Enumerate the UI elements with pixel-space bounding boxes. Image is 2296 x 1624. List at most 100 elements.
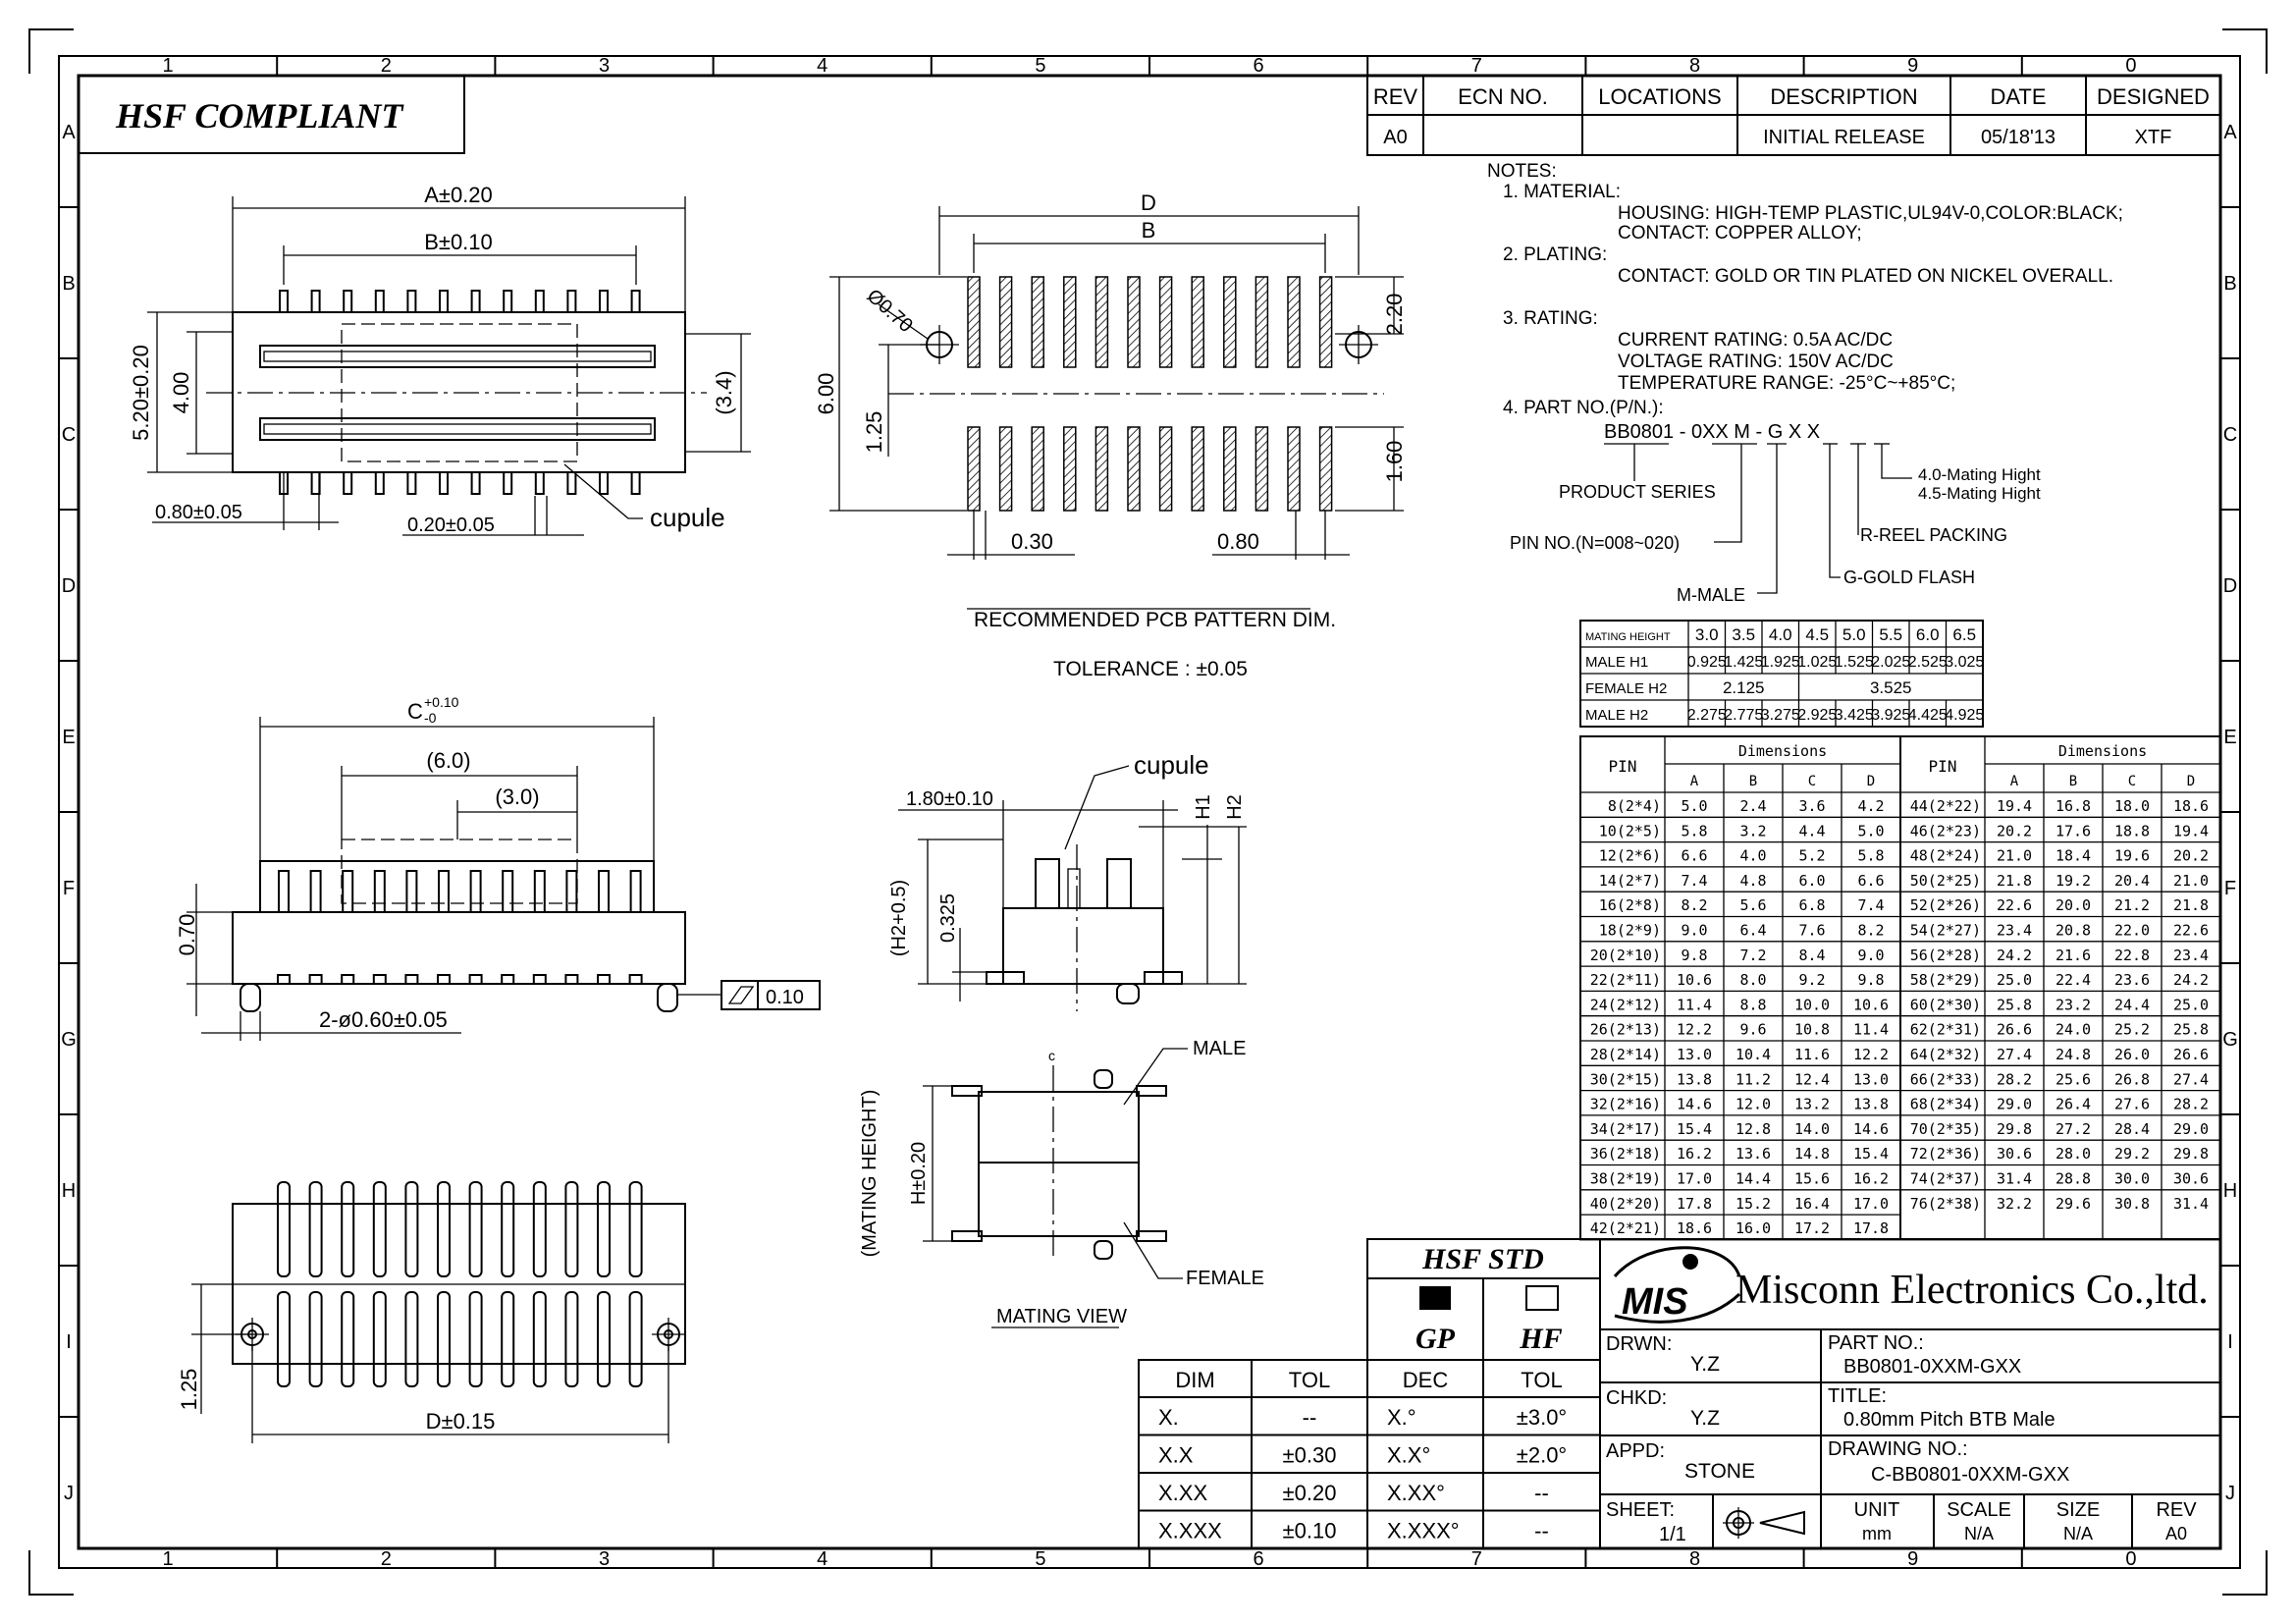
zone-row-label-left: C (62, 424, 76, 446)
dim-col-header: A (2010, 774, 2019, 789)
note-contact-material: CONTACT: COPPER ALLOY; (1618, 223, 1862, 244)
dim-value-cell: 13.8 (1853, 1096, 1889, 1113)
dim-value-cell: 20.2 (2173, 847, 2209, 865)
hsf-tol-cell: ±2.0° (1517, 1443, 1567, 1468)
dim-pin-cell: 44(2*22) (1910, 797, 1981, 815)
dim-value-cell: 12.0 (1735, 1096, 1771, 1113)
dim-value-cell: 29.2 (2114, 1145, 2150, 1163)
bottom-view-pin-top (564, 1181, 579, 1277)
bottom-view-pin-bottom (308, 1291, 323, 1387)
dim-value-cell: 8.2 (1857, 922, 1884, 940)
dim-value-cell: 21.8 (1997, 872, 2032, 890)
side-dim-h2: H2 (1224, 794, 1246, 820)
mating-height-cell: 3.5 (1732, 625, 1755, 644)
front-pin-foot (308, 974, 323, 985)
dim-070: 0.70 (175, 914, 199, 956)
dim-value-cell: 7.4 (1857, 896, 1884, 914)
pcb-dim-220: 2.20 (1382, 294, 1407, 336)
dim-value-cell: 11.4 (1853, 1021, 1889, 1039)
dim-pin-cell: 74(2*37) (1910, 1170, 1981, 1188)
dim-value-cell: 16.2 (1853, 1170, 1889, 1188)
dim-value-cell: 26.4 (2056, 1096, 2091, 1113)
dim-value-cell: 17.8 (1677, 1195, 1712, 1213)
rev-row-cell: INITIAL RELEASE (1763, 127, 1925, 148)
front-pin-foot (437, 974, 451, 985)
dim-pin-cell: 64(2*32) (1910, 1046, 1981, 1063)
dim-value-cell: 22.6 (2173, 922, 2209, 940)
tol-dim-cell: X.XX (1158, 1481, 1207, 1505)
dim-value-cell: 15.4 (1853, 1145, 1889, 1163)
dim-pin-cell: 34(2*17) (1590, 1120, 1661, 1138)
front-pin (533, 870, 546, 913)
dim-value-cell: 9.8 (1681, 947, 1707, 964)
note-rating: 3. RATING: (1503, 308, 1598, 329)
flatness-value: 0.10 (766, 987, 804, 1008)
pcb-pad-bottom (1127, 426, 1141, 512)
bottom-view-pin-top (597, 1181, 611, 1277)
dim-value-cell: 17.2 (1794, 1219, 1830, 1237)
dim-pin-cell: 54(2*27) (1910, 922, 1981, 940)
zone-row-label-right: B (2223, 273, 2236, 295)
tol-dim-cell: X.XXX (1158, 1519, 1222, 1543)
dim-value-cell: 3.2 (1739, 822, 1766, 839)
zone-col-label-top: 4 (817, 55, 828, 77)
zone-col-label-top: 6 (1254, 55, 1264, 77)
pcb-pad-bottom (998, 426, 1013, 512)
dim-value-cell: 8.0 (1739, 971, 1766, 989)
dim-value-cell: 26.0 (2114, 1046, 2150, 1063)
dim-value-cell: 21.0 (2173, 872, 2209, 890)
pcb-dim-125: 1.25 (862, 411, 886, 454)
dim-value-cell: 6.6 (1857, 872, 1884, 890)
dim-value-cell: 25.0 (2173, 996, 2209, 1013)
dim-c: C (407, 699, 423, 724)
dim-pin-cell: 68(2*34) (1910, 1096, 1981, 1113)
pcb-pad-bottom (1095, 426, 1109, 512)
unit-label: UNIT (1854, 1499, 1900, 1521)
dim-value-cell: 21.0 (1997, 847, 2032, 865)
dim-value-cell: 17.0 (1677, 1170, 1712, 1188)
bottom-view-pin-bottom (372, 1291, 387, 1387)
dim-pin-cell: 70(2*35) (1910, 1120, 1981, 1138)
zone-col-label-bottom: 9 (1907, 1548, 1918, 1570)
dim-c-tol-up: +0.10 (424, 694, 459, 710)
dim-value-cell: 7.4 (1681, 872, 1707, 890)
zone-row-label-right: J (2225, 1483, 2235, 1504)
dim-pin-cell: 12(2*6) (1599, 847, 1661, 865)
bottom-pin (439, 471, 449, 495)
pn-male: M-MALE (1677, 585, 1745, 605)
dim-pin-cell: 8(2*4) (1608, 797, 1661, 815)
dim-value-cell: 10.8 (1794, 1021, 1830, 1039)
dim-value-cell: 8.2 (1681, 896, 1707, 914)
rev-label: REV (2156, 1499, 2197, 1521)
bottom-view-pin-top (277, 1181, 291, 1277)
pcb-pad-top (1031, 276, 1044, 368)
rev-row-cell: XTF (2135, 127, 2172, 148)
scale-value: N/A (1964, 1524, 1994, 1543)
title-value: 0.80mm Pitch BTB Male (1843, 1409, 2056, 1431)
dim-value-cell: 29.6 (2056, 1195, 2091, 1213)
dim-value-cell: 29.0 (2173, 1120, 2209, 1138)
notes-heading: NOTES: (1487, 161, 1557, 182)
sheet-label: SHEET: (1606, 1499, 1675, 1521)
male-h2-cell: 4.925 (1945, 707, 1984, 724)
dim-pin-cell: 26(2*13) (1590, 1021, 1661, 1039)
front-view-housing (232, 911, 686, 985)
hsf-tol-cell: -- (1534, 1481, 1549, 1505)
dim-pin-cell: 10(2*5) (1599, 822, 1661, 839)
dim-height-34: (3.4) (712, 370, 736, 414)
dim-60: (6.0) (426, 748, 470, 773)
front-pin (309, 870, 322, 913)
side-dim-180: 1.80±0.10 (906, 788, 993, 810)
drwn-value: Y.Z (1690, 1353, 1720, 1376)
side-dim-0325: 0.325 (937, 893, 959, 943)
